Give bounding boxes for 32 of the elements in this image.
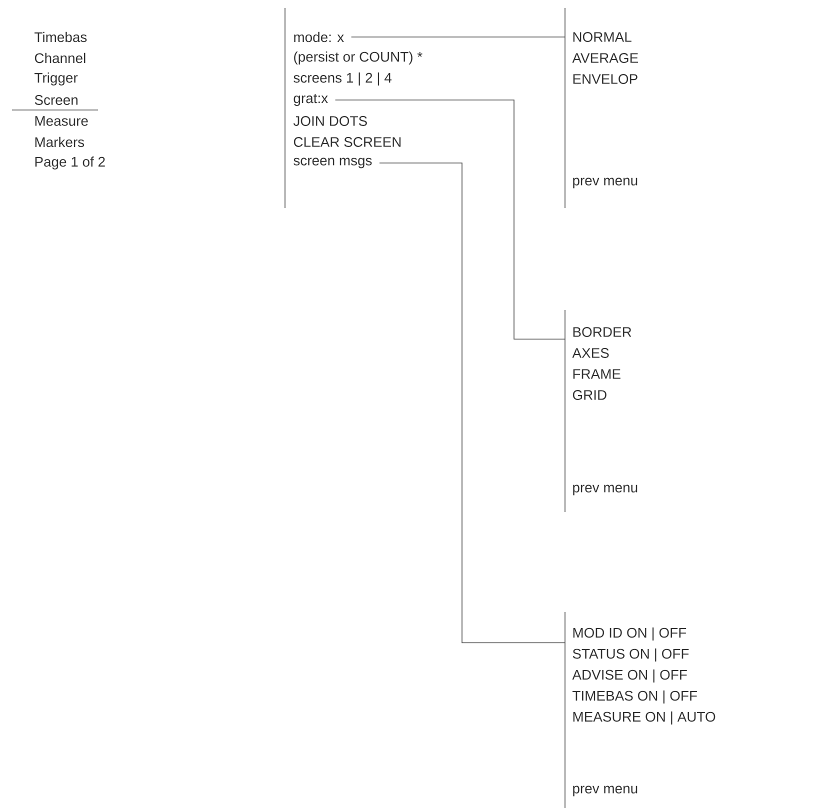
menu-item: MOD ID ON | OFF [573, 627, 686, 641]
menu-item: prev menu [573, 484, 638, 496]
menu-item: TIMEBAS ON | OFF [572, 690, 697, 704]
menu-item: AXES [572, 348, 609, 358]
menu-item: screen msgs [294, 158, 372, 168]
menu-item: JOIN DOTS [293, 116, 367, 126]
connector-line [350, 36, 566, 38]
menu-item: grat:x [294, 94, 328, 106]
menu-item: prev menu [573, 786, 638, 796]
menu-item: prev menu [573, 178, 638, 188]
menu-item: Channel [34, 52, 86, 64]
menu-item: NORMAL [573, 32, 632, 42]
menu-item: screens 1 | 2 | 4 [294, 72, 392, 86]
menu-item: GRID [572, 390, 606, 400]
menu-item: (persist or COUNT) * [294, 52, 422, 64]
menu-item: Page 1 of 2 [35, 156, 105, 170]
menu-item: STATUS ON | OFF [572, 648, 689, 662]
menu-item: Timebas [34, 32, 87, 42]
menu-item: ADVISE ON | OFF [572, 669, 687, 683]
connector-line [334, 100, 566, 340]
menu-item: AVERAGE [572, 53, 638, 63]
menu-item: FRAME [573, 369, 620, 379]
menu-item: CLEAR SCREEN [294, 137, 401, 147]
menu-item: MEASURE ON | AUTO [573, 711, 716, 725]
menu-item: Measure [35, 116, 88, 126]
menu-item: Trigger [34, 72, 78, 86]
menu-item: Markers [35, 136, 84, 148]
menu-item: Screen [34, 95, 78, 105]
connector-line [379, 162, 566, 644]
menu-item: mode: x [294, 32, 344, 42]
menu-item: ENVELOP [573, 74, 638, 84]
menu-item: BORDER [573, 327, 632, 337]
